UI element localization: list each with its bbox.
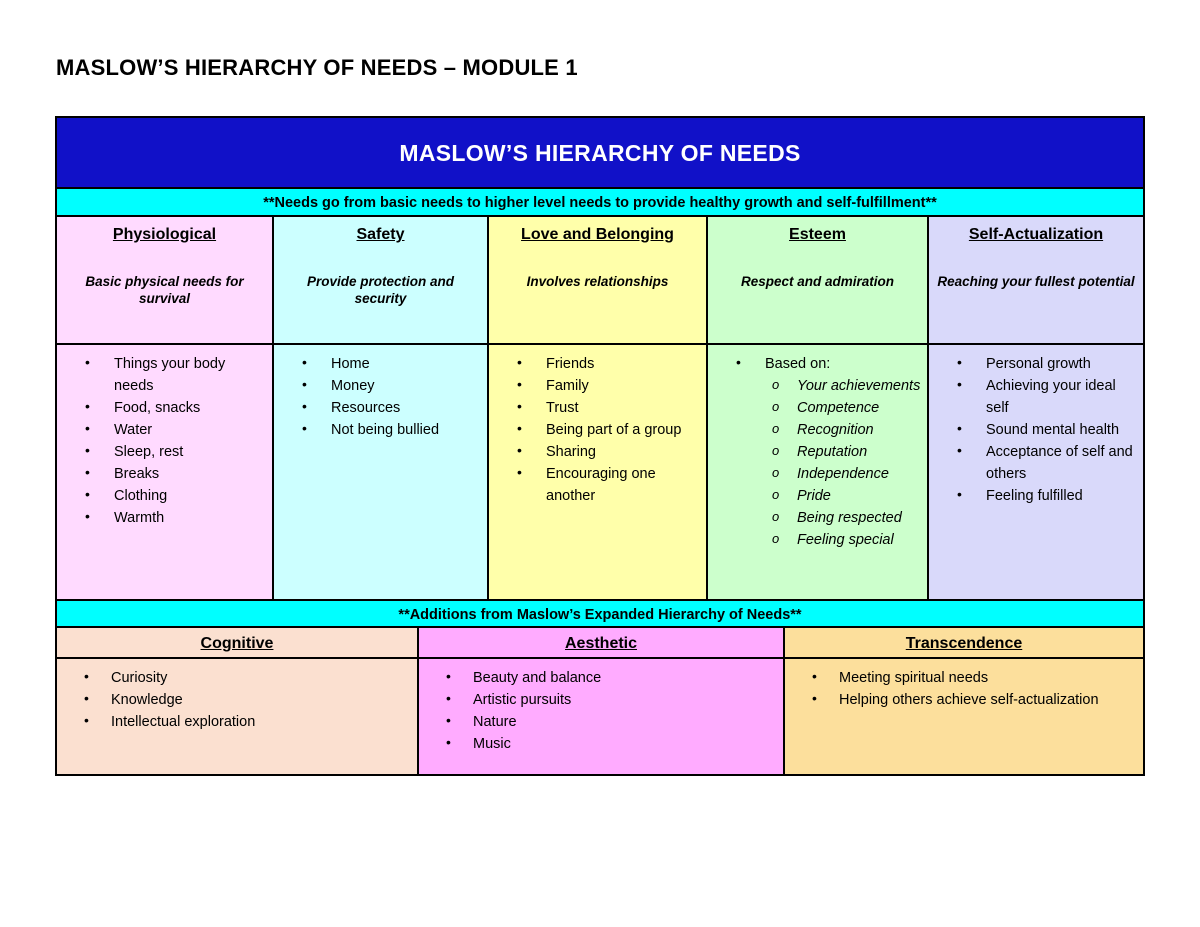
sub-list-item: Pride bbox=[765, 485, 923, 507]
column-body-safety: Home Money Resources Not being bullied bbox=[274, 345, 487, 599]
column-description: Basic physical needs for survival bbox=[85, 274, 244, 306]
column-header-cognitive: Cognitive bbox=[57, 628, 417, 659]
additions-banner: **Additions from Maslow’s Expanded Hiera… bbox=[57, 599, 1143, 628]
list-item: Warmth bbox=[61, 506, 268, 529]
column-title: Physiological bbox=[112, 226, 217, 243]
list-item: Friends bbox=[493, 352, 702, 375]
column-header-safety: Safety Provide protection and security bbox=[274, 217, 487, 345]
column-cognitive: Cognitive Curiosity Knowledge Intellectu… bbox=[57, 628, 419, 774]
sub-list-item: Being respected bbox=[765, 507, 923, 529]
column-header-aesthetic: Aesthetic bbox=[419, 628, 783, 659]
sub-list-item: Reputation bbox=[765, 441, 923, 463]
column-description: Involves relationships bbox=[526, 274, 669, 289]
bullet-list: Meeting spiritual needs Helping others a… bbox=[789, 666, 1139, 711]
page-title: MASLOW’S HIERARCHY OF NEEDS – MODULE 1 bbox=[56, 55, 578, 80]
list-item: Breaks bbox=[61, 462, 268, 485]
column-safety: Safety Provide protection and security H… bbox=[274, 217, 489, 599]
list-item: Curiosity bbox=[61, 666, 413, 689]
list-item: Knowledge bbox=[61, 688, 413, 711]
list-item: Meeting spiritual needs bbox=[789, 666, 1139, 689]
sub-list-item: Competence bbox=[765, 397, 923, 419]
maslow-hierarchy-table: MASLOW’S HIERARCHY OF NEEDS **Needs go f… bbox=[55, 116, 1145, 776]
list-item: Money bbox=[278, 374, 483, 397]
additions-columns-row: Cognitive Curiosity Knowledge Intellectu… bbox=[57, 628, 1143, 774]
column-body-esteem: Based on: Your achievements Competence R… bbox=[708, 345, 927, 599]
table-subbanner-note: **Needs go from basic needs to higher le… bbox=[57, 189, 1143, 217]
column-header-esteem: Esteem Respect and admiration bbox=[708, 217, 927, 345]
needs-columns-row: Physiological Basic physical needs for s… bbox=[57, 217, 1143, 599]
list-item: Family bbox=[493, 374, 702, 397]
list-item-label: Based on: bbox=[765, 356, 831, 372]
list-item: Things your body needs bbox=[61, 352, 268, 397]
column-header-self-actualization: Self-Actualization Reaching your fullest… bbox=[929, 217, 1143, 345]
list-item: Trust bbox=[493, 396, 702, 419]
list-item: Being part of a group bbox=[493, 418, 702, 441]
list-item: Acceptance of self and others bbox=[933, 440, 1139, 485]
list-item: Resources bbox=[278, 396, 483, 419]
sub-list-item: Your achievements bbox=[765, 375, 923, 397]
list-item: Clothing bbox=[61, 484, 268, 507]
list-item: Water bbox=[61, 418, 268, 441]
sub-list-item: Independence bbox=[765, 463, 923, 485]
bullet-list: Home Money Resources Not being bullied bbox=[278, 352, 483, 441]
list-item: Music bbox=[423, 732, 779, 755]
list-item: Helping others achieve self-actualizatio… bbox=[789, 688, 1139, 711]
list-item: Beauty and balance bbox=[423, 666, 779, 689]
column-esteem: Esteem Respect and admiration Based on: … bbox=[708, 217, 929, 599]
sub-list-item: Feeling special bbox=[765, 529, 923, 551]
list-item: Based on: Your achievements Competence R… bbox=[712, 352, 923, 551]
list-item: Feeling fulfilled bbox=[933, 484, 1139, 507]
list-item: Achieving your ideal self bbox=[933, 374, 1139, 419]
column-description: Respect and admiration bbox=[740, 274, 895, 289]
list-item: Encouraging one another bbox=[493, 462, 702, 507]
column-header-physiological: Physiological Basic physical needs for s… bbox=[57, 217, 272, 345]
bullet-list: Personal growth Achieving your ideal sel… bbox=[933, 352, 1139, 507]
column-body-aesthetic: Beauty and balance Artistic pursuits Nat… bbox=[419, 659, 783, 774]
list-item: Food, snacks bbox=[61, 396, 268, 419]
bullet-list: Friends Family Trust Being part of a gro… bbox=[493, 352, 702, 507]
column-love-and-belonging: Love and Belonging Involves relationship… bbox=[489, 217, 708, 599]
sub-bullet-list: Your achievements Competence Recognition… bbox=[765, 375, 923, 551]
column-body-transcendence: Meeting spiritual needs Helping others a… bbox=[785, 659, 1143, 774]
column-description: Reaching your fullest potential bbox=[937, 274, 1135, 289]
list-item: Intellectual exploration bbox=[61, 710, 413, 733]
column-aesthetic: Aesthetic Beauty and balance Artistic pu… bbox=[419, 628, 785, 774]
bullet-list: Things your body needs Food, snacks Wate… bbox=[61, 352, 268, 529]
column-header-transcendence: Transcendence bbox=[785, 628, 1143, 659]
column-physiological: Physiological Basic physical needs for s… bbox=[57, 217, 274, 599]
column-title: Safety bbox=[356, 226, 405, 243]
column-header-love-and-belonging: Love and Belonging Involves relationship… bbox=[489, 217, 706, 345]
sub-list-item: Recognition bbox=[765, 419, 923, 441]
column-body-cognitive: Curiosity Knowledge Intellectual explora… bbox=[57, 659, 417, 774]
bullet-list: Based on: Your achievements Competence R… bbox=[712, 352, 923, 551]
column-title: Cognitive bbox=[200, 635, 274, 652]
column-title: Transcendence bbox=[905, 635, 1023, 652]
table-banner-title: MASLOW’S HIERARCHY OF NEEDS bbox=[57, 118, 1143, 189]
column-body-physiological: Things your body needs Food, snacks Wate… bbox=[57, 345, 272, 599]
list-item: Nature bbox=[423, 710, 779, 733]
list-item: Personal growth bbox=[933, 352, 1139, 375]
column-transcendence: Transcendence Meeting spiritual needs He… bbox=[785, 628, 1143, 774]
column-title: Esteem bbox=[789, 226, 846, 243]
bullet-list: Curiosity Knowledge Intellectual explora… bbox=[61, 666, 413, 733]
list-item: Artistic pursuits bbox=[423, 688, 779, 711]
bullet-list: Beauty and balance Artistic pursuits Nat… bbox=[423, 666, 779, 755]
column-self-actualization: Self-Actualization Reaching your fullest… bbox=[929, 217, 1143, 599]
list-item: Sound mental health bbox=[933, 418, 1139, 441]
column-title: Aesthetic bbox=[564, 635, 638, 652]
column-body-self-actualization: Personal growth Achieving your ideal sel… bbox=[929, 345, 1143, 599]
list-item: Home bbox=[278, 352, 483, 375]
column-body-love-and-belonging: Friends Family Trust Being part of a gro… bbox=[489, 345, 706, 599]
column-title: Love and Belonging bbox=[521, 226, 674, 243]
list-item: Sleep, rest bbox=[61, 440, 268, 463]
list-item: Sharing bbox=[493, 440, 702, 463]
column-title: Self-Actualization bbox=[968, 226, 1104, 243]
list-item: Not being bullied bbox=[278, 418, 483, 441]
column-description: Provide protection and security bbox=[306, 274, 455, 306]
